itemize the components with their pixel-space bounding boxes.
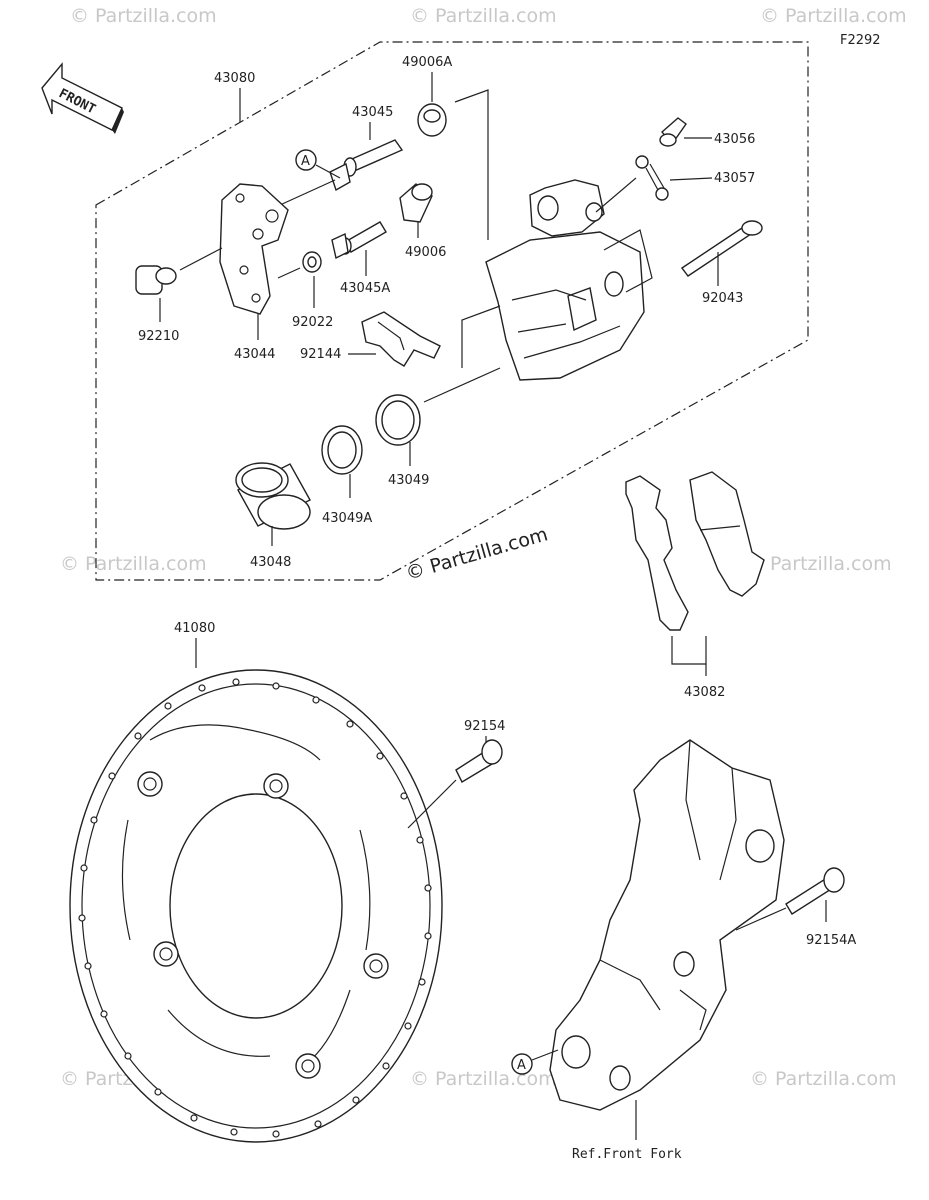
part-label-43044: 43044 (234, 347, 275, 362)
part-43049-piston-seal (375, 394, 421, 446)
caliper-assembly-border (95, 41, 809, 581)
leader-line (669, 177, 713, 181)
part-label-92154: 92154 (464, 719, 505, 734)
part-label-43049A: 43049A (322, 511, 372, 526)
front-arrow-icon: FRONT (41, 62, 124, 134)
part-43057-bleeder-cap (635, 155, 669, 201)
part-label-49006: 49006 (405, 245, 446, 260)
guide-line (277, 267, 301, 279)
part-label-43080: 43080 (214, 71, 255, 86)
part-label-92043: 92043 (702, 291, 743, 306)
part-label-43057: 43057 (714, 171, 755, 186)
part-caliper-body (485, 179, 645, 381)
figure-code: F2292 (840, 33, 881, 48)
watermark: © Partzilla.com (60, 553, 207, 575)
part-92154A-caliper-bolt (785, 867, 845, 915)
guide-line (407, 779, 457, 829)
leader-line (315, 164, 341, 179)
center-watermark: © Partzilla.com (403, 523, 550, 585)
part-label-92022: 92022 (292, 315, 333, 330)
guide-line (179, 247, 223, 271)
part-label-92144: 92144 (300, 347, 341, 362)
part-label-43056: 43056 (714, 132, 755, 147)
part-43082-brake-pads (625, 471, 765, 631)
guide-line (279, 179, 336, 206)
part-label-43045A: 43045A (340, 281, 390, 296)
part-92210-collar (135, 265, 177, 295)
part-92154-disc-bolt (455, 739, 503, 783)
part-49006-boot (399, 183, 433, 223)
part-92144-pad-spring (361, 311, 441, 367)
part-43048-piston (235, 462, 311, 530)
part-43044-caliper-bracket (219, 183, 289, 315)
guide-line (595, 177, 637, 213)
watermark: © Partzilla.com (410, 1068, 557, 1090)
part-43049A-dust-seal (321, 425, 363, 475)
part-label-92210: 92210 (138, 329, 179, 344)
leader-line (531, 1049, 559, 1061)
disc-vent-holes (78, 678, 432, 1138)
watermark: © Partzilla.com (760, 5, 907, 27)
watermark: © Partzilla.com (410, 5, 557, 27)
part-label-43049: 43049 (388, 473, 429, 488)
part-49006A-boot (417, 103, 447, 137)
part-43045A-slide-pin (331, 221, 387, 260)
part-43045-slide-pin (329, 139, 404, 192)
part-label-43048: 43048 (250, 555, 291, 570)
part-label-49006A: 49006A (402, 55, 452, 70)
washer-hole (307, 256, 317, 268)
part-41080-brake-disc (69, 669, 443, 1143)
callout-a-label: A (517, 1058, 526, 1073)
callout-a-circle (511, 1053, 533, 1075)
part-label-41080: 41080 (174, 621, 215, 636)
watermark: © Partzilla.com (745, 553, 892, 575)
guide-line (671, 636, 707, 665)
callout-a-circle (295, 149, 317, 171)
guide-line (461, 305, 501, 368)
guide-line (603, 229, 653, 293)
part-label-43045: 43045 (352, 105, 393, 120)
watermark: © Partzilla.com (70, 5, 217, 27)
part-label-92154A: 92154A (806, 933, 856, 948)
guide-line (735, 907, 787, 931)
guide-line (423, 367, 501, 403)
front-fork-reference (549, 739, 785, 1111)
callout-a-label: A (301, 154, 310, 169)
watermark: © Partzilla.com (750, 1068, 897, 1090)
leader-line (454, 89, 489, 240)
part-92043-pad-pin (680, 220, 763, 277)
part-43056-bleeder-valve (659, 117, 687, 147)
part-label-43082: 43082 (684, 685, 725, 700)
ref-front-fork-label: Ref.Front Fork (572, 1147, 682, 1162)
